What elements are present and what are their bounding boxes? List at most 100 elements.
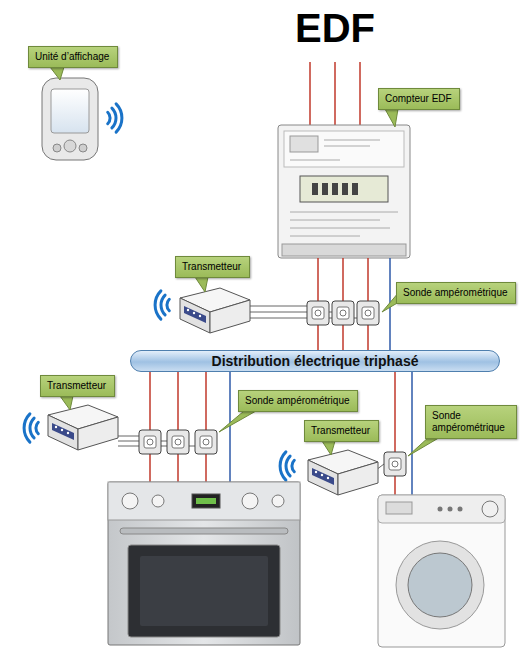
oven-window	[128, 545, 280, 637]
supply-wires	[310, 62, 360, 125]
oven-illustration	[108, 482, 300, 645]
callout-pointer	[385, 109, 398, 127]
washer-button	[458, 507, 463, 512]
callout-box: Sonde ampérométrique	[396, 282, 516, 304]
callout-pointer	[50, 67, 64, 80]
meter-marking	[290, 228, 390, 229]
phase-wire	[177, 372, 179, 482]
meter-case	[278, 125, 410, 258]
wireless-symbol	[108, 104, 122, 132]
oven-knob	[272, 495, 284, 507]
meter-marking	[290, 160, 340, 161]
wireless-symbol	[24, 414, 38, 442]
display-digit	[312, 183, 318, 195]
probe-cable	[118, 436, 139, 437]
callout-pointer	[60, 396, 73, 410]
wireless-symbol	[280, 452, 294, 480]
washer-door	[396, 541, 484, 629]
terminal-block	[282, 244, 406, 256]
probe-cables	[118, 306, 384, 470]
oven-handle	[120, 528, 288, 534]
meter-logo	[290, 136, 318, 152]
distribution-band: Distribution électrique triphasé	[130, 350, 500, 372]
meter-marking	[290, 220, 380, 221]
neutral-wire	[411, 372, 413, 495]
phase-wire	[205, 372, 207, 482]
phase-wire	[149, 372, 151, 482]
callout-label: Transmetteur	[182, 261, 243, 273]
display-unit-button	[79, 144, 87, 152]
display-digit	[352, 183, 358, 195]
callout-label: Transmetteur	[47, 380, 108, 392]
phase-wire	[359, 62, 361, 125]
current-probe	[357, 301, 379, 325]
callout-box: Unité d’affichage	[28, 46, 118, 68]
display-unit-screen	[51, 89, 89, 133]
display-digit	[322, 183, 328, 195]
callout-label: Sonde ampérométrique	[245, 395, 351, 407]
probe-cable	[250, 306, 307, 307]
meter-marking	[324, 140, 380, 141]
callout-pointer	[219, 411, 256, 432]
display-unit-case	[42, 78, 98, 160]
meter-header	[284, 131, 404, 167]
callout-label: Transmetteur	[311, 425, 372, 437]
current-probe	[195, 430, 217, 454]
oven-clock	[192, 494, 220, 508]
meter-illustration	[278, 125, 410, 258]
phase-wire	[309, 62, 311, 125]
transmitter-box	[308, 450, 378, 495]
washer-body	[378, 495, 505, 647]
oven-body	[108, 482, 300, 645]
current-probe	[167, 430, 189, 454]
current-probe	[384, 452, 406, 476]
callout-pointer	[408, 436, 442, 456]
diagram-title: EDF	[245, 4, 425, 52]
washer-drum	[408, 553, 472, 617]
callout-box: Transmetteur	[175, 256, 250, 278]
callout-pointer	[195, 277, 208, 292]
meter-marking	[324, 146, 370, 147]
callout-box: Transmetteur	[40, 375, 115, 397]
current-probe	[332, 301, 354, 325]
phase-wire	[334, 62, 336, 125]
washer-knob	[482, 501, 498, 517]
callout-pointer	[322, 441, 335, 455]
washer-illustration	[378, 495, 505, 647]
callout-label: Compteur EDF	[385, 93, 453, 105]
oven-wires	[150, 372, 230, 482]
oven-control-panel	[108, 482, 300, 520]
callout-label: Sonde ampérométrique	[432, 410, 510, 434]
display-unit-illustration	[42, 78, 98, 160]
phase-wire	[394, 372, 396, 495]
meter-display	[300, 176, 388, 202]
washer-drawer	[386, 502, 412, 514]
oven-glass	[140, 556, 268, 626]
display-unit-button	[53, 144, 61, 152]
callout-box: Compteur EDF	[378, 88, 460, 110]
callout-box: Sonde ampérométrique	[238, 390, 358, 412]
current-probe	[307, 301, 329, 325]
washer-panel	[378, 495, 505, 523]
washer-button	[448, 507, 453, 512]
neutral-wire	[229, 372, 231, 482]
display-digit	[332, 183, 338, 195]
oven-clock-display	[196, 498, 216, 504]
callout-label: Unité d’affichage	[35, 51, 111, 63]
display-unit-button	[64, 140, 76, 152]
oven-knob	[152, 495, 164, 507]
callout-label: Sonde ampérométrique	[403, 287, 509, 299]
transmitter-box	[180, 288, 250, 333]
band-label: Distribution électrique triphasé	[212, 351, 419, 371]
meter-marking	[290, 236, 360, 237]
washer-wires	[395, 372, 412, 495]
transmitter-box	[48, 405, 118, 450]
oven-knob	[242, 493, 258, 509]
callout-box: Transmetteur	[304, 420, 379, 442]
wireless-symbol	[155, 291, 169, 319]
current-probe	[139, 430, 161, 454]
meter-marking	[290, 212, 398, 213]
callout-pointers	[50, 67, 442, 456]
washer-button	[438, 507, 443, 512]
